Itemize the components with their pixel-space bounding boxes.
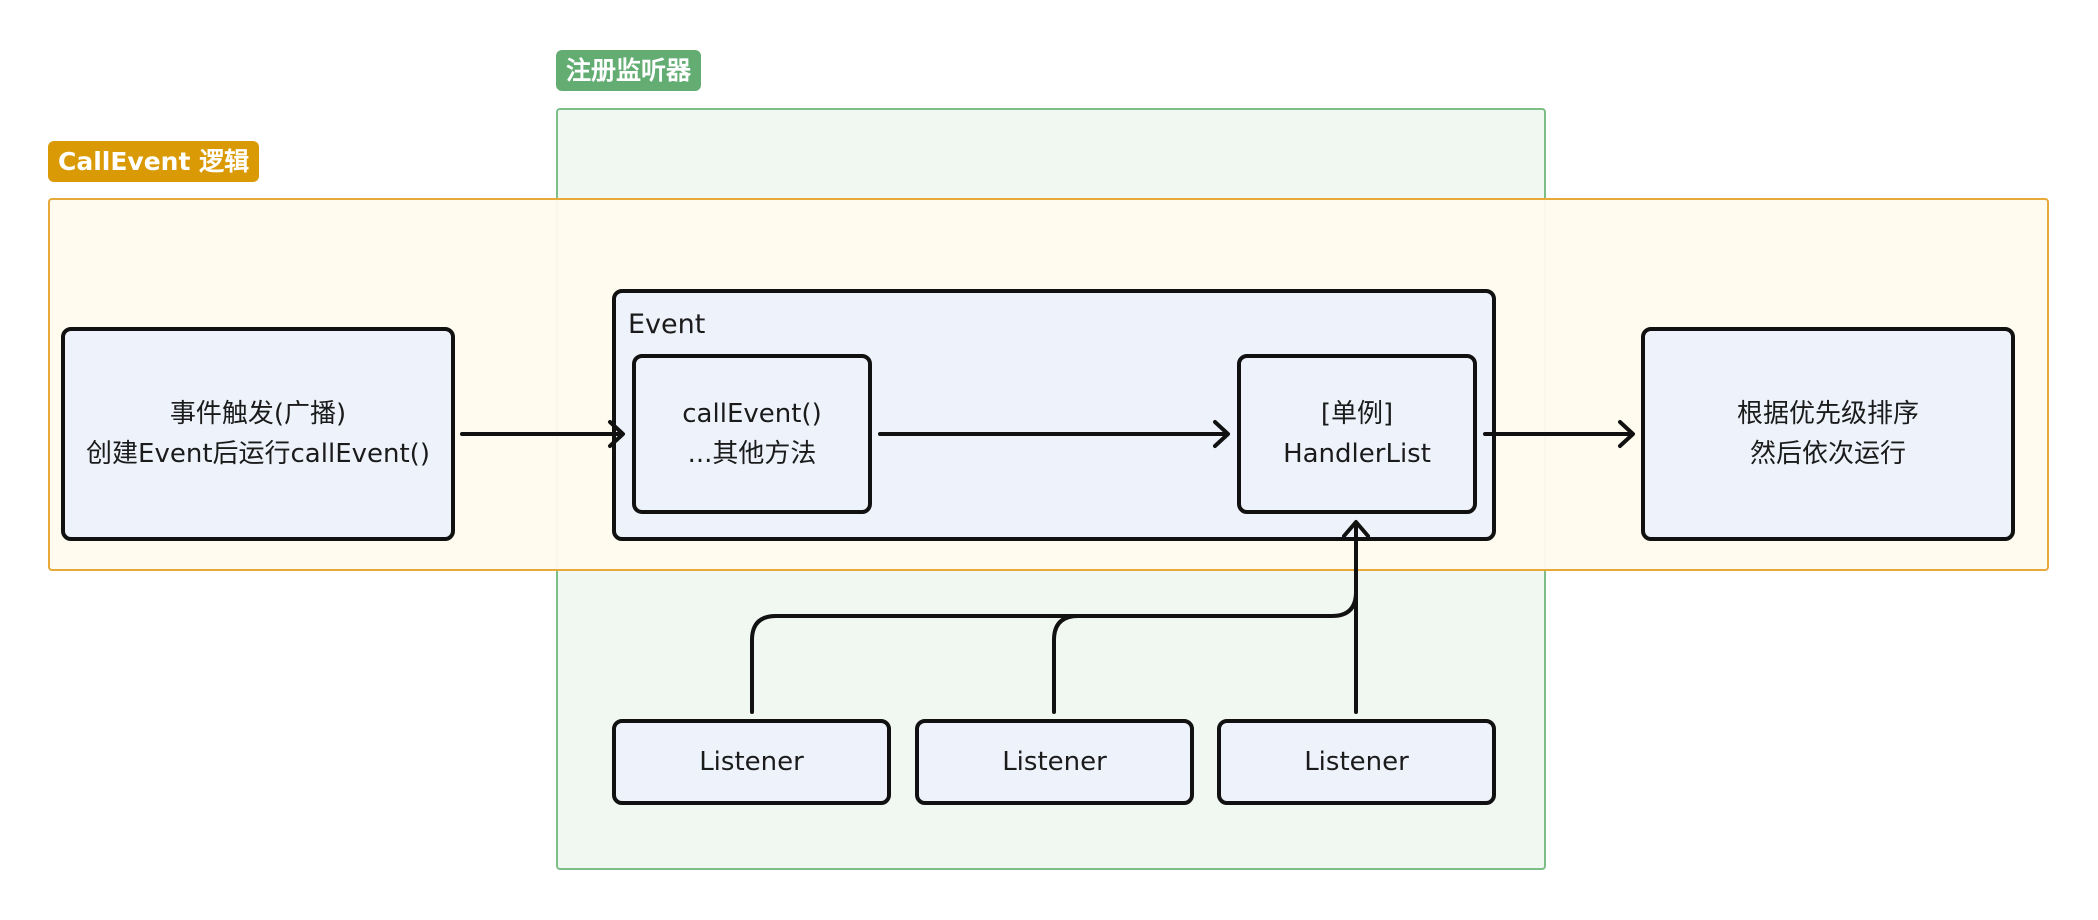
listener-3-label: Listener [1304, 747, 1409, 777]
listener-node-3: Listener [1217, 719, 1496, 805]
call-event-line2: ...其他方法 [687, 439, 817, 469]
sort-and-run-line1: 根据优先级排序 [1736, 399, 1919, 429]
sort-and-run-line2: 然后依次运行 [1749, 439, 1906, 469]
call-event-node: callEvent() ...其他方法 [632, 354, 872, 514]
listener-1-label: Listener [699, 747, 804, 777]
event-trigger-line2: 创建Event后运行callEvent() [86, 439, 430, 469]
listener-2-label: Listener [1002, 747, 1107, 777]
listener-node-2: Listener [915, 719, 1194, 805]
sort-and-run-node: 根据优先级排序 然后依次运行 [1641, 327, 2015, 541]
listener-node-1: Listener [612, 719, 891, 805]
event-container-title: Event [628, 309, 706, 340]
call-event-logic-tag: CallEvent 逻辑 [48, 141, 260, 182]
handler-list-node: [单例] HandlerList [1237, 354, 1477, 514]
call-event-line1: callEvent() [682, 399, 822, 429]
event-trigger-line1: 事件触发(广播) [169, 399, 347, 429]
event-trigger-node: 事件触发(广播) 创建Event后运行callEvent() [61, 327, 455, 541]
handler-list-line1: [单例] [1320, 399, 1394, 429]
handler-list-line2: HandlerList [1283, 439, 1431, 469]
register-listener-tag: 注册监听器 [556, 50, 702, 91]
